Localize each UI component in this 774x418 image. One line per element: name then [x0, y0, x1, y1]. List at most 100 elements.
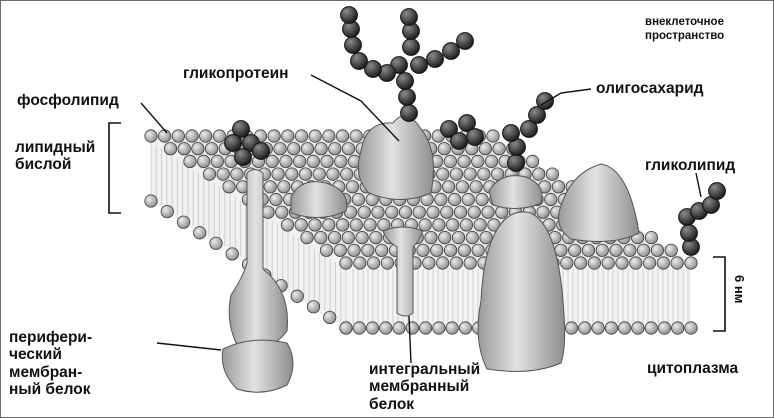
- sugar-bead: [401, 9, 418, 26]
- phospholipid-head: [177, 216, 189, 228]
- phospholipid-head: [685, 257, 697, 269]
- phospholipid-head: [354, 257, 366, 269]
- phospholipid-head: [417, 244, 429, 256]
- phospholipid-head: [364, 219, 376, 231]
- phospholipid-head: [350, 219, 362, 231]
- phospholipid-head: [454, 206, 466, 218]
- phospholipid-head: [386, 206, 398, 218]
- phospholipid-head: [367, 257, 379, 269]
- sugar-bead: [443, 43, 460, 60]
- phospholipid-head: [381, 257, 393, 269]
- phospholipid-head: [419, 322, 431, 334]
- phospholipid-head: [307, 301, 319, 313]
- phospholipid-head: [444, 155, 456, 167]
- phospholipid-head: [336, 130, 348, 142]
- phospholipid-head: [198, 155, 210, 167]
- phospholipid-head: [616, 257, 628, 269]
- phospholipid-head: [438, 143, 450, 155]
- phospholipid-head: [406, 322, 418, 334]
- phospholipid-head: [353, 322, 365, 334]
- phospholipid-head: [413, 206, 425, 218]
- phospholipid-head: [178, 143, 190, 155]
- phospholipid-head: [194, 227, 206, 239]
- phospholipid-head: [444, 244, 456, 256]
- phospholipid-head: [393, 322, 405, 334]
- phospholipid-head: [450, 257, 462, 269]
- phospholipid-head: [487, 130, 499, 142]
- phospholipid-head: [301, 143, 313, 155]
- phospholipid-head: [651, 244, 663, 256]
- phospholipid-head: [643, 257, 655, 269]
- phospholipid-head: [436, 257, 448, 269]
- sugar-bead: [397, 73, 414, 90]
- phospholipid-head: [425, 231, 437, 243]
- phospholipid-head: [205, 143, 217, 155]
- phospholipid-head: [419, 219, 431, 231]
- phospholipid-head: [618, 322, 630, 334]
- phospholipid-head: [268, 130, 280, 142]
- phospholipid-head: [446, 322, 458, 334]
- phospholipid-head: [657, 257, 669, 269]
- phospholipid-head: [372, 206, 384, 218]
- sugar-bead: [451, 133, 468, 150]
- phospholipid-head: [458, 155, 470, 167]
- label-glycoprotein: гликопротеин: [183, 65, 288, 82]
- phospholipid-head: [315, 143, 327, 155]
- phospholipid-head: [588, 257, 600, 269]
- phospholipid-head: [210, 237, 222, 249]
- phospholipid-head: [356, 231, 368, 243]
- glycoprotein-body: [358, 116, 433, 200]
- phospholipid-head: [286, 168, 298, 180]
- sugar-bead: [253, 143, 270, 160]
- sugar-bead: [709, 183, 726, 200]
- phospholipid-head: [399, 206, 411, 218]
- sugar-bead: [508, 155, 525, 172]
- phospholipid-head: [441, 206, 453, 218]
- phospholipid-head: [375, 244, 387, 256]
- phospholipid-head: [164, 143, 176, 155]
- bilayer-bracket: [109, 123, 121, 213]
- phospholipid-head: [262, 206, 274, 218]
- phospholipid-head: [630, 257, 642, 269]
- sugar-bead: [225, 135, 242, 152]
- phospholipid-head: [624, 244, 636, 256]
- sugar-bead: [399, 89, 416, 106]
- phospholipid-head: [546, 168, 558, 180]
- phospholipid-head: [158, 130, 170, 142]
- phospholipid-head: [264, 181, 276, 193]
- phospholipid-head: [545, 193, 557, 205]
- phospholipid-head: [323, 130, 335, 142]
- phospholipid-head: [459, 322, 471, 334]
- phospholipid-head: [329, 143, 341, 155]
- phospholipid-head: [281, 219, 293, 231]
- phospholipid-head: [370, 231, 382, 243]
- phospholipid-head: [532, 168, 544, 180]
- phospholipid-head: [439, 231, 451, 243]
- phospholipid-head: [288, 143, 300, 155]
- sugar-bead: [457, 33, 474, 50]
- phospholipid-head: [272, 168, 284, 180]
- phospholipid-head: [192, 143, 204, 155]
- phospholipid-head: [327, 168, 339, 180]
- phospholipid-head: [223, 181, 235, 193]
- sugar-bead: [411, 57, 428, 74]
- phospholipid-head: [334, 244, 346, 256]
- phospholipid-head: [335, 155, 347, 167]
- phospholipid-head: [323, 219, 335, 231]
- sugar-bead: [351, 53, 368, 70]
- label-phospholipid: фосфолипид: [17, 92, 119, 109]
- label-lipid-bilayer: липидный бислой: [15, 139, 95, 174]
- phospholipid-head: [552, 181, 564, 193]
- sugar-bead: [503, 125, 520, 142]
- phospholipid-head: [450, 168, 462, 180]
- phospholipid-head: [685, 322, 697, 334]
- phospholipid-head: [568, 244, 580, 256]
- phospholipid-head: [276, 206, 288, 218]
- phospholipid-head: [485, 155, 497, 167]
- sugar-bead: [341, 7, 358, 24]
- phospholipid-head: [555, 244, 567, 256]
- phospholipid-head: [362, 244, 374, 256]
- phospholipid-head: [172, 130, 184, 142]
